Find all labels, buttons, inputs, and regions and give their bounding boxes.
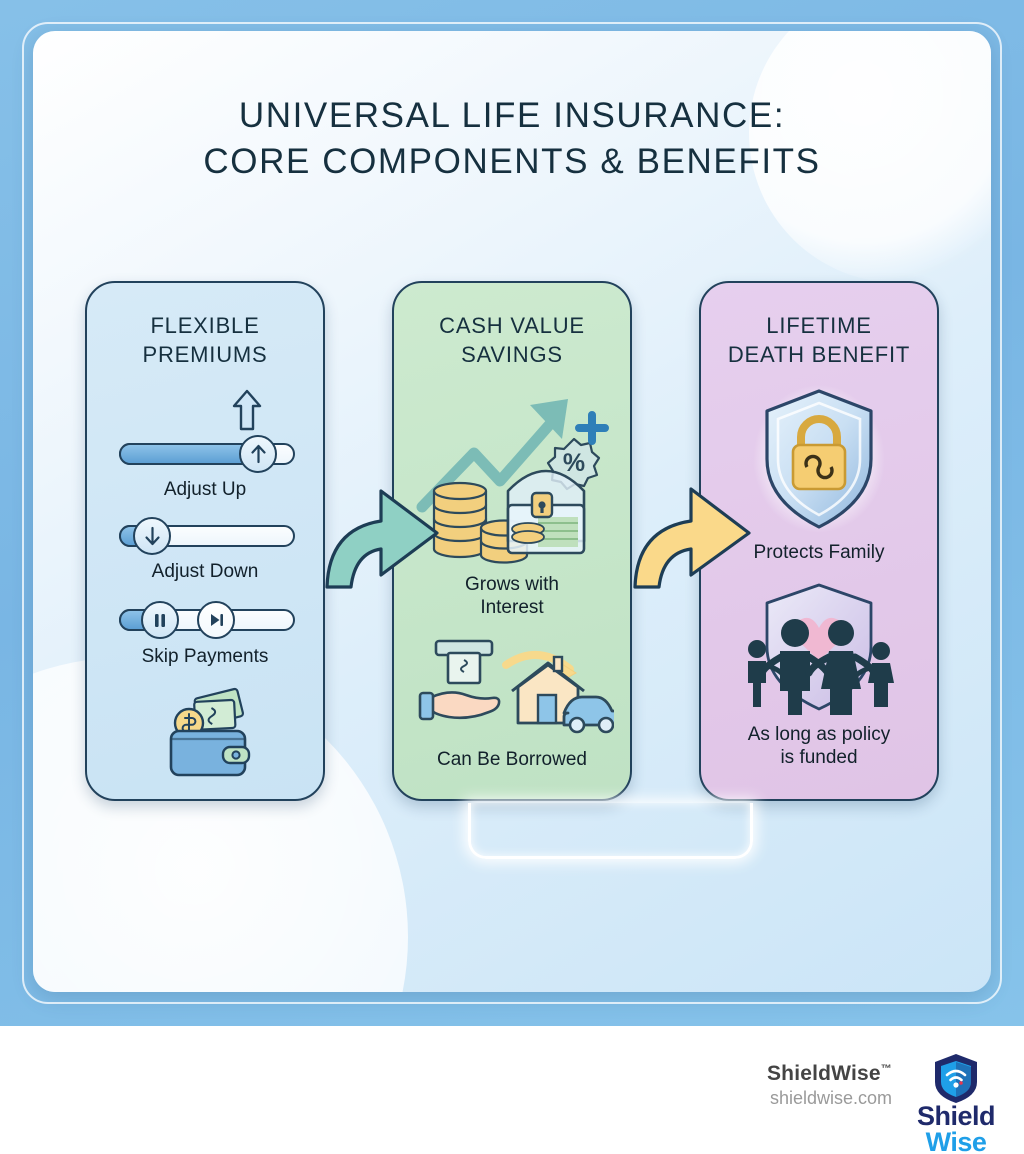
card-title-line1: CASH VALUE [439,313,585,338]
loan-house-car-icon [418,639,614,734]
slider-fill [119,443,257,465]
page-title-line1: Universal Life Insurance: [238,96,786,135]
trademark-symbol: ™ [880,1063,892,1075]
slider-label-adjust-down: Adjust Down [151,561,259,582]
card-lifetime-death-benefit[interactable]: LIFETIME DEATH BENEFIT [699,281,939,801]
card-title-line2: PREMIUMS [142,342,268,368]
brand-url[interactable]: shieldwise.com [769,1088,892,1108]
glow-connector-bracket [468,803,753,859]
card-title-line2: SAVINGS [461,342,563,368]
caption-can-be-borrowed: Can Be Borrowed [437,749,587,770]
page-title-line2: Core Components & Benefits [203,141,821,181]
pause-icon [155,613,165,627]
family-shield-heart-icon [748,583,894,715]
caption-protects-family: Protects Family [753,542,885,563]
card-title-line1: LIFETIME [766,313,872,338]
connector-arrow-1 [325,489,439,589]
slider-knob-up[interactable] [239,435,277,473]
slider-label-adjust-up: Adjust Up [163,479,247,500]
skip-forward-button[interactable] [197,601,235,639]
card-title-line2: DEATH BENEFIT [727,342,911,368]
connector-arrow-2 [633,487,751,589]
pause-button[interactable] [141,601,179,639]
wallet-money-icon [169,687,251,777]
arrow-up-small-icon [250,444,266,464]
card-title-cash-value-savings: CASH VALUE SAVINGS [404,311,620,369]
skip-forward-icon [210,614,223,626]
logo-word-wise: Wise [925,1126,987,1154]
page-title: Universal Life Insurance: Core Component… [33,93,991,184]
shield-wifi-icon [935,1054,977,1103]
content-panel: Universal Life Insurance: Core Component… [33,31,991,992]
card-title-lifetime-death-benefit: LIFETIME DEATH BENEFIT [711,311,927,369]
slider-adjust-up[interactable] [119,435,295,473]
card-flexible-premiums[interactable]: FLEXIBLE PREMIUMS Adj [85,281,325,801]
growth-chest-icon: % [416,399,609,564]
brand-logo[interactable]: Shield Wise [906,1052,1006,1154]
card-title-flexible-premiums: FLEXIBLE PREMIUMS [97,311,313,369]
slider-skip-payments[interactable] [119,601,295,639]
arrow-up-icon [232,389,262,431]
cards-row: FLEXIBLE PREMIUMS Adj [33,31,991,992]
footer-bar: ShieldWise™ shieldwise.com Shield Wise [0,1026,1024,1154]
caption-as-long-as-policy-is-funded: As long as policy is funded [747,724,891,769]
brand-text-block: ShieldWise™ shieldwise.com [767,1062,892,1109]
slider-knob-down[interactable] [133,517,171,555]
caption-grows-with-interest: Grows with Interest [465,574,559,619]
svg-text:%: % [563,449,585,477]
logo-word-shield: Shield [916,1101,996,1131]
shield-lock-infinity-icon [753,385,885,533]
brand-name: ShieldWise™ [766,1062,892,1085]
arrow-down-small-icon [144,526,160,546]
card-cash-value-savings[interactable]: CASH VALUE SAVINGS % [392,281,632,801]
infographic-stage: Universal Life Insurance: Core Component… [0,0,1024,1026]
slider-adjust-down[interactable] [119,517,295,555]
card-title-line1: FLEXIBLE [150,313,260,338]
slider-label-skip-payments: Skip Payments [141,646,269,667]
